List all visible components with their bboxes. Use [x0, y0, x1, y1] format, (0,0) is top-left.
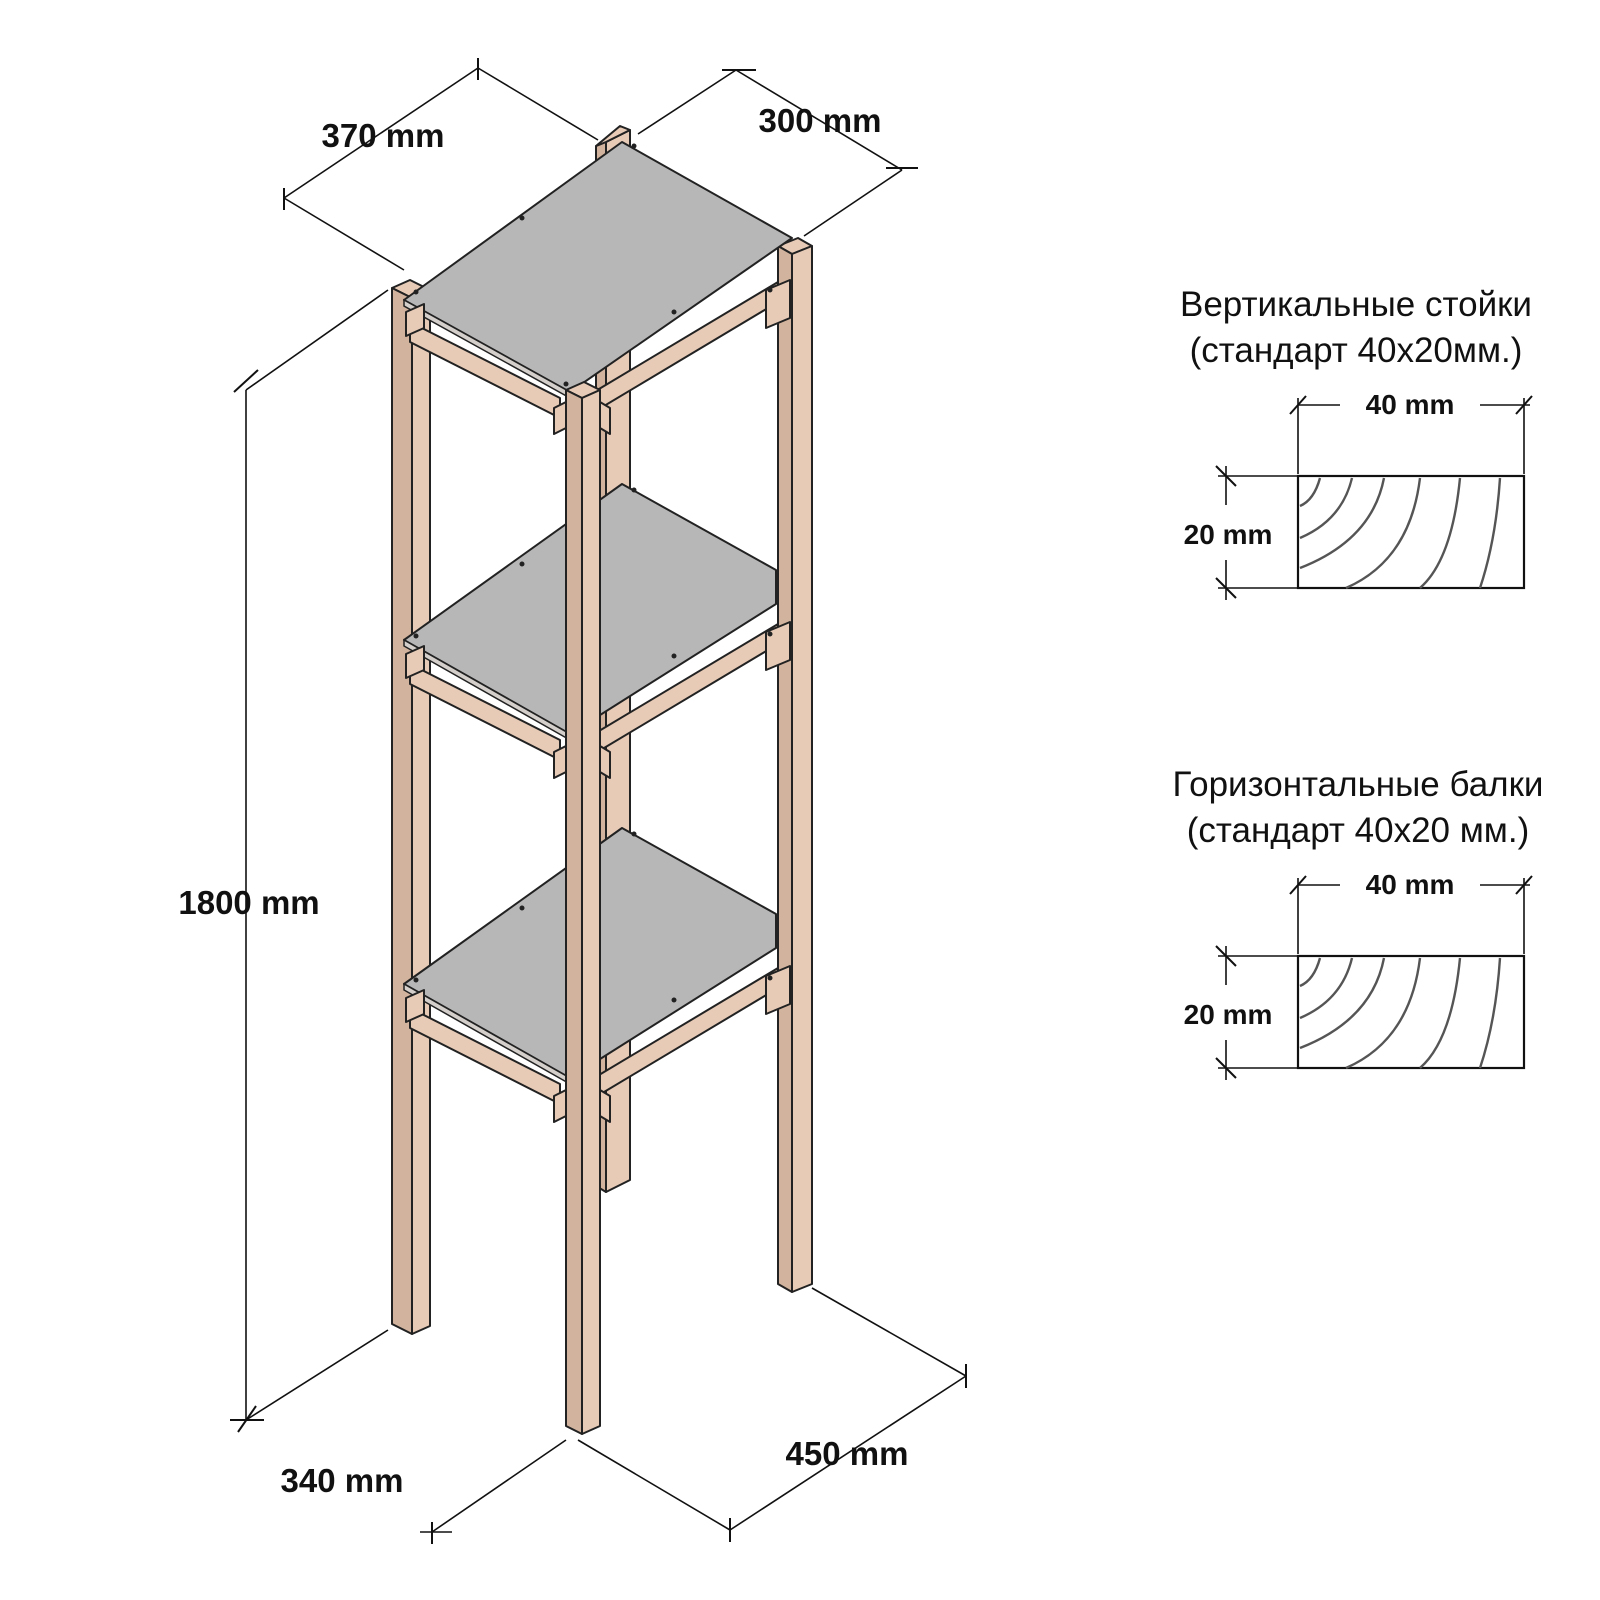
- uprights-title: Вертикальные стойки: [1180, 285, 1532, 324]
- uprights-section: Вертикальные стойки (стандарт 40х20мм.) …: [1180, 285, 1533, 600]
- uprights-width-label: 40 mm: [1366, 389, 1455, 420]
- shelving-unit: [391, 125, 813, 1435]
- dimension-lines: [230, 58, 967, 1544]
- beams-subtitle: (стандарт 40х20 мм.): [1187, 811, 1530, 850]
- beams-cross-section: [1296, 954, 1526, 1070]
- post-front: [553, 381, 611, 1435]
- beams-height-label: 20 mm: [1184, 999, 1273, 1030]
- beams-title: Горизонтальные балки: [1173, 765, 1544, 804]
- uprights-cross-section: [1296, 474, 1526, 590]
- uprights-subtitle: (стандарт 40х20мм.): [1190, 331, 1523, 370]
- dim-height-label: 1800 mm: [178, 884, 319, 921]
- shelf-top: [403, 141, 793, 419]
- post-back-left: [391, 279, 431, 1335]
- uprights-height-label: 20 mm: [1184, 519, 1273, 550]
- dim-top-width-label: 300 mm: [759, 102, 882, 139]
- dim-bottom-width-label: 450 mm: [786, 1435, 909, 1472]
- post-back-right: [777, 237, 813, 1293]
- dim-bottom-depth-label: 340 mm: [281, 1462, 404, 1499]
- beams-section: Горизонтальные балки (стандарт 40х20 мм.…: [1173, 765, 1544, 1080]
- beams-width-label: 40 mm: [1366, 869, 1455, 900]
- dim-top-depth-label: 370 mm: [322, 117, 445, 154]
